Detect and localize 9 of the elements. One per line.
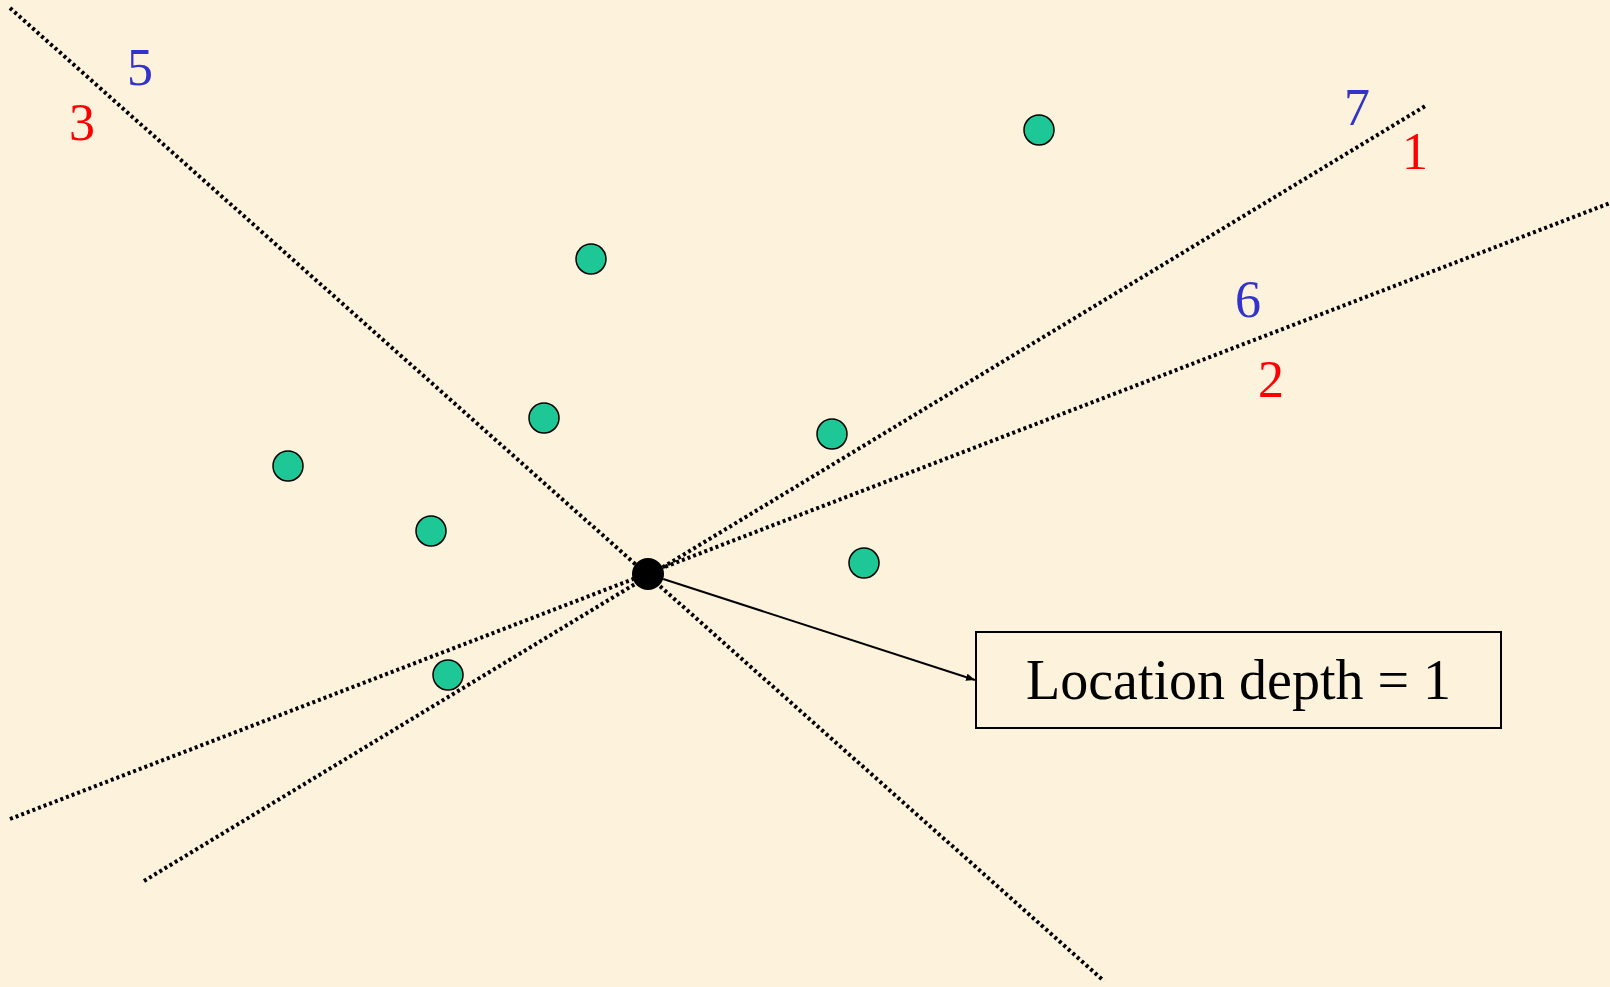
line-number: 5 [127,42,153,94]
line-number: 7 [1344,82,1370,134]
line-number: 1 [1402,126,1428,178]
text-box: Location depth = 1 [975,631,1502,729]
leader-arrow [662,577,976,681]
line-number: 6 [1235,274,1261,326]
line-number: 3 [69,97,95,149]
line-number: 2 [1258,354,1284,406]
median-point [632,558,664,590]
